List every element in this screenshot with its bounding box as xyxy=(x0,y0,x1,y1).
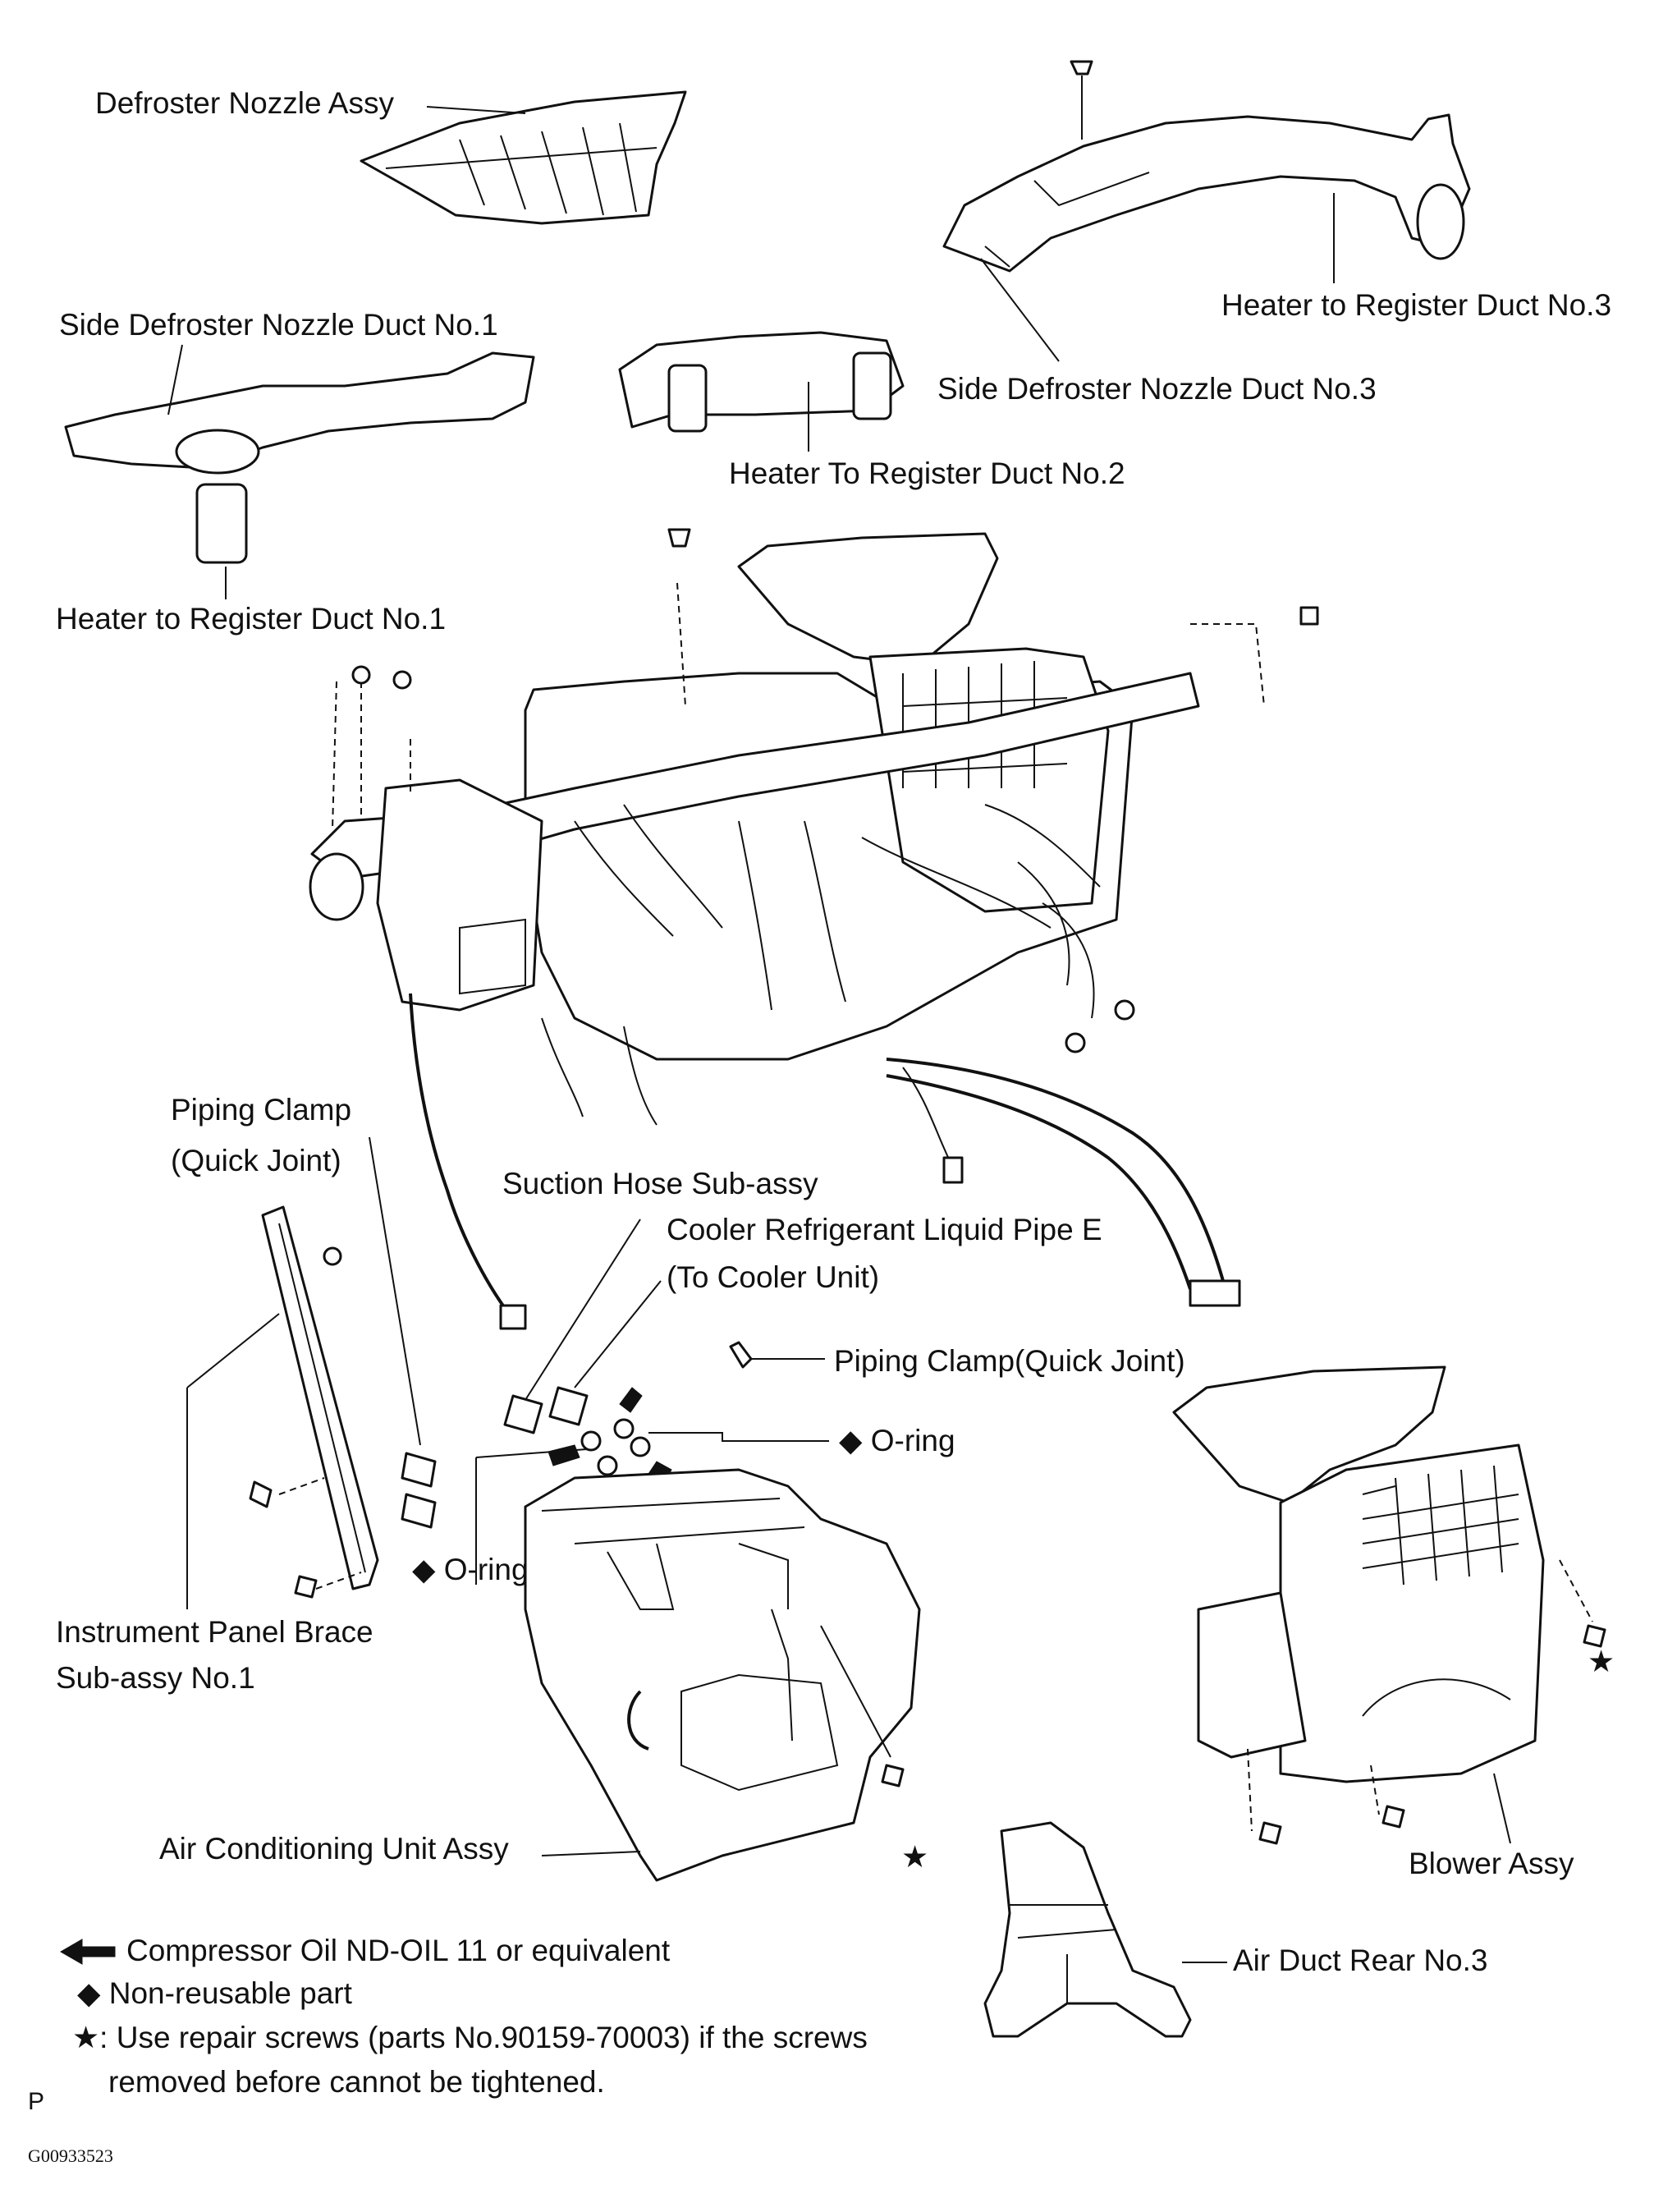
label-oring-left-text: O-ring xyxy=(443,1553,529,1586)
label-instrument-panel-brace: Instrument Panel Brace xyxy=(56,1615,373,1649)
diamond-icon: ◆ xyxy=(839,1424,863,1457)
label-cooler-pipe: Cooler Refrigerant Liquid Pipe E xyxy=(667,1213,1102,1246)
label-cooler-pipe-sub: (To Cooler Unit) xyxy=(667,1260,880,1294)
star-icon: ★ xyxy=(901,1840,929,1874)
label-side-defroster-duct-no3: Side Defroster Nozzle Duct No.3 xyxy=(937,372,1377,406)
instrument-panel-brace-drawing xyxy=(186,1136,437,1609)
diamond-icon: ◆ xyxy=(77,1976,101,2010)
label-piping-clamp-left-sub: (Quick Joint) xyxy=(171,1144,341,1177)
ac-unit-drawing xyxy=(524,1468,921,1882)
label-piping-clamp-right: Piping Clamp(Quick Joint) xyxy=(834,1344,1185,1378)
star-icon: ★ xyxy=(72,2021,100,2054)
legend-repair-screws-colon: : xyxy=(99,2021,108,2054)
heater-register-duct-2-drawing xyxy=(618,331,905,452)
label-defroster-nozzle-assy: Defroster Nozzle Assy xyxy=(95,86,394,120)
label-side-defroster-duct-no1: Side Defroster Nozzle Duct No.1 xyxy=(59,308,498,342)
label-ac-unit-assy: Air Conditioning Unit Assy xyxy=(159,1832,509,1866)
label-instrument-panel-brace-sub: Sub-assy No.1 xyxy=(56,1661,255,1695)
page-mark: P xyxy=(28,2088,45,2115)
instrument-panel-assembly-drawing xyxy=(309,528,1319,1330)
label-oring-left: ◆ O-ring xyxy=(412,1552,529,1588)
defroster-nozzle-drawing xyxy=(360,90,687,225)
label-heater-register-duct-no3: Heater to Register Duct No.3 xyxy=(1221,288,1612,322)
label-suction-hose: Suction Hose Sub-assy xyxy=(502,1167,818,1200)
label-oring-right-text: O-ring xyxy=(870,1424,955,1457)
legend-repair-screws-line2: removed before cannot be tightened. xyxy=(108,2065,605,2099)
label-blower-assy: Blower Assy xyxy=(1409,1847,1574,1880)
legend-non-reusable-text: Non-reusable part xyxy=(108,1976,352,2010)
legend-non-reusable: ◆ Non-reusable part xyxy=(77,1976,352,2012)
air-duct-rear-drawing xyxy=(983,1821,1227,2038)
legend-repair-screws-text: Use repair screws (parts No.90159-70003)… xyxy=(116,2021,868,2054)
refrigerant-pipes-drawing xyxy=(475,1218,829,1585)
legend-repair-screws: ★: Use repair screws (parts No.90159-700… xyxy=(72,2020,868,2056)
star-icon: ★ xyxy=(1588,1645,1615,1678)
heater-register-duct-3-drawing xyxy=(942,60,1471,362)
label-air-duct-rear-no3: Air Duct Rear No.3 xyxy=(1233,1944,1488,1977)
label-heater-register-duct-no2: Heater To Register Duct No.2 xyxy=(729,457,1125,490)
compressor-oil-arrow-icon xyxy=(59,1939,116,1965)
diamond-icon: ◆ xyxy=(412,1553,436,1586)
legend-compressor-oil: Compressor Oil ND-OIL 11 or equivalent xyxy=(126,1934,671,1967)
figure-code: G00933523 xyxy=(28,2145,113,2166)
side-defroster-duct-1-drawing xyxy=(64,344,535,599)
blower-assy-drawing xyxy=(1172,1365,1606,1845)
label-piping-clamp-left: Piping Clamp xyxy=(171,1093,352,1127)
label-oring-right: ◆ O-ring xyxy=(839,1423,955,1459)
label-heater-register-duct-no1: Heater to Register Duct No.1 xyxy=(56,602,447,636)
